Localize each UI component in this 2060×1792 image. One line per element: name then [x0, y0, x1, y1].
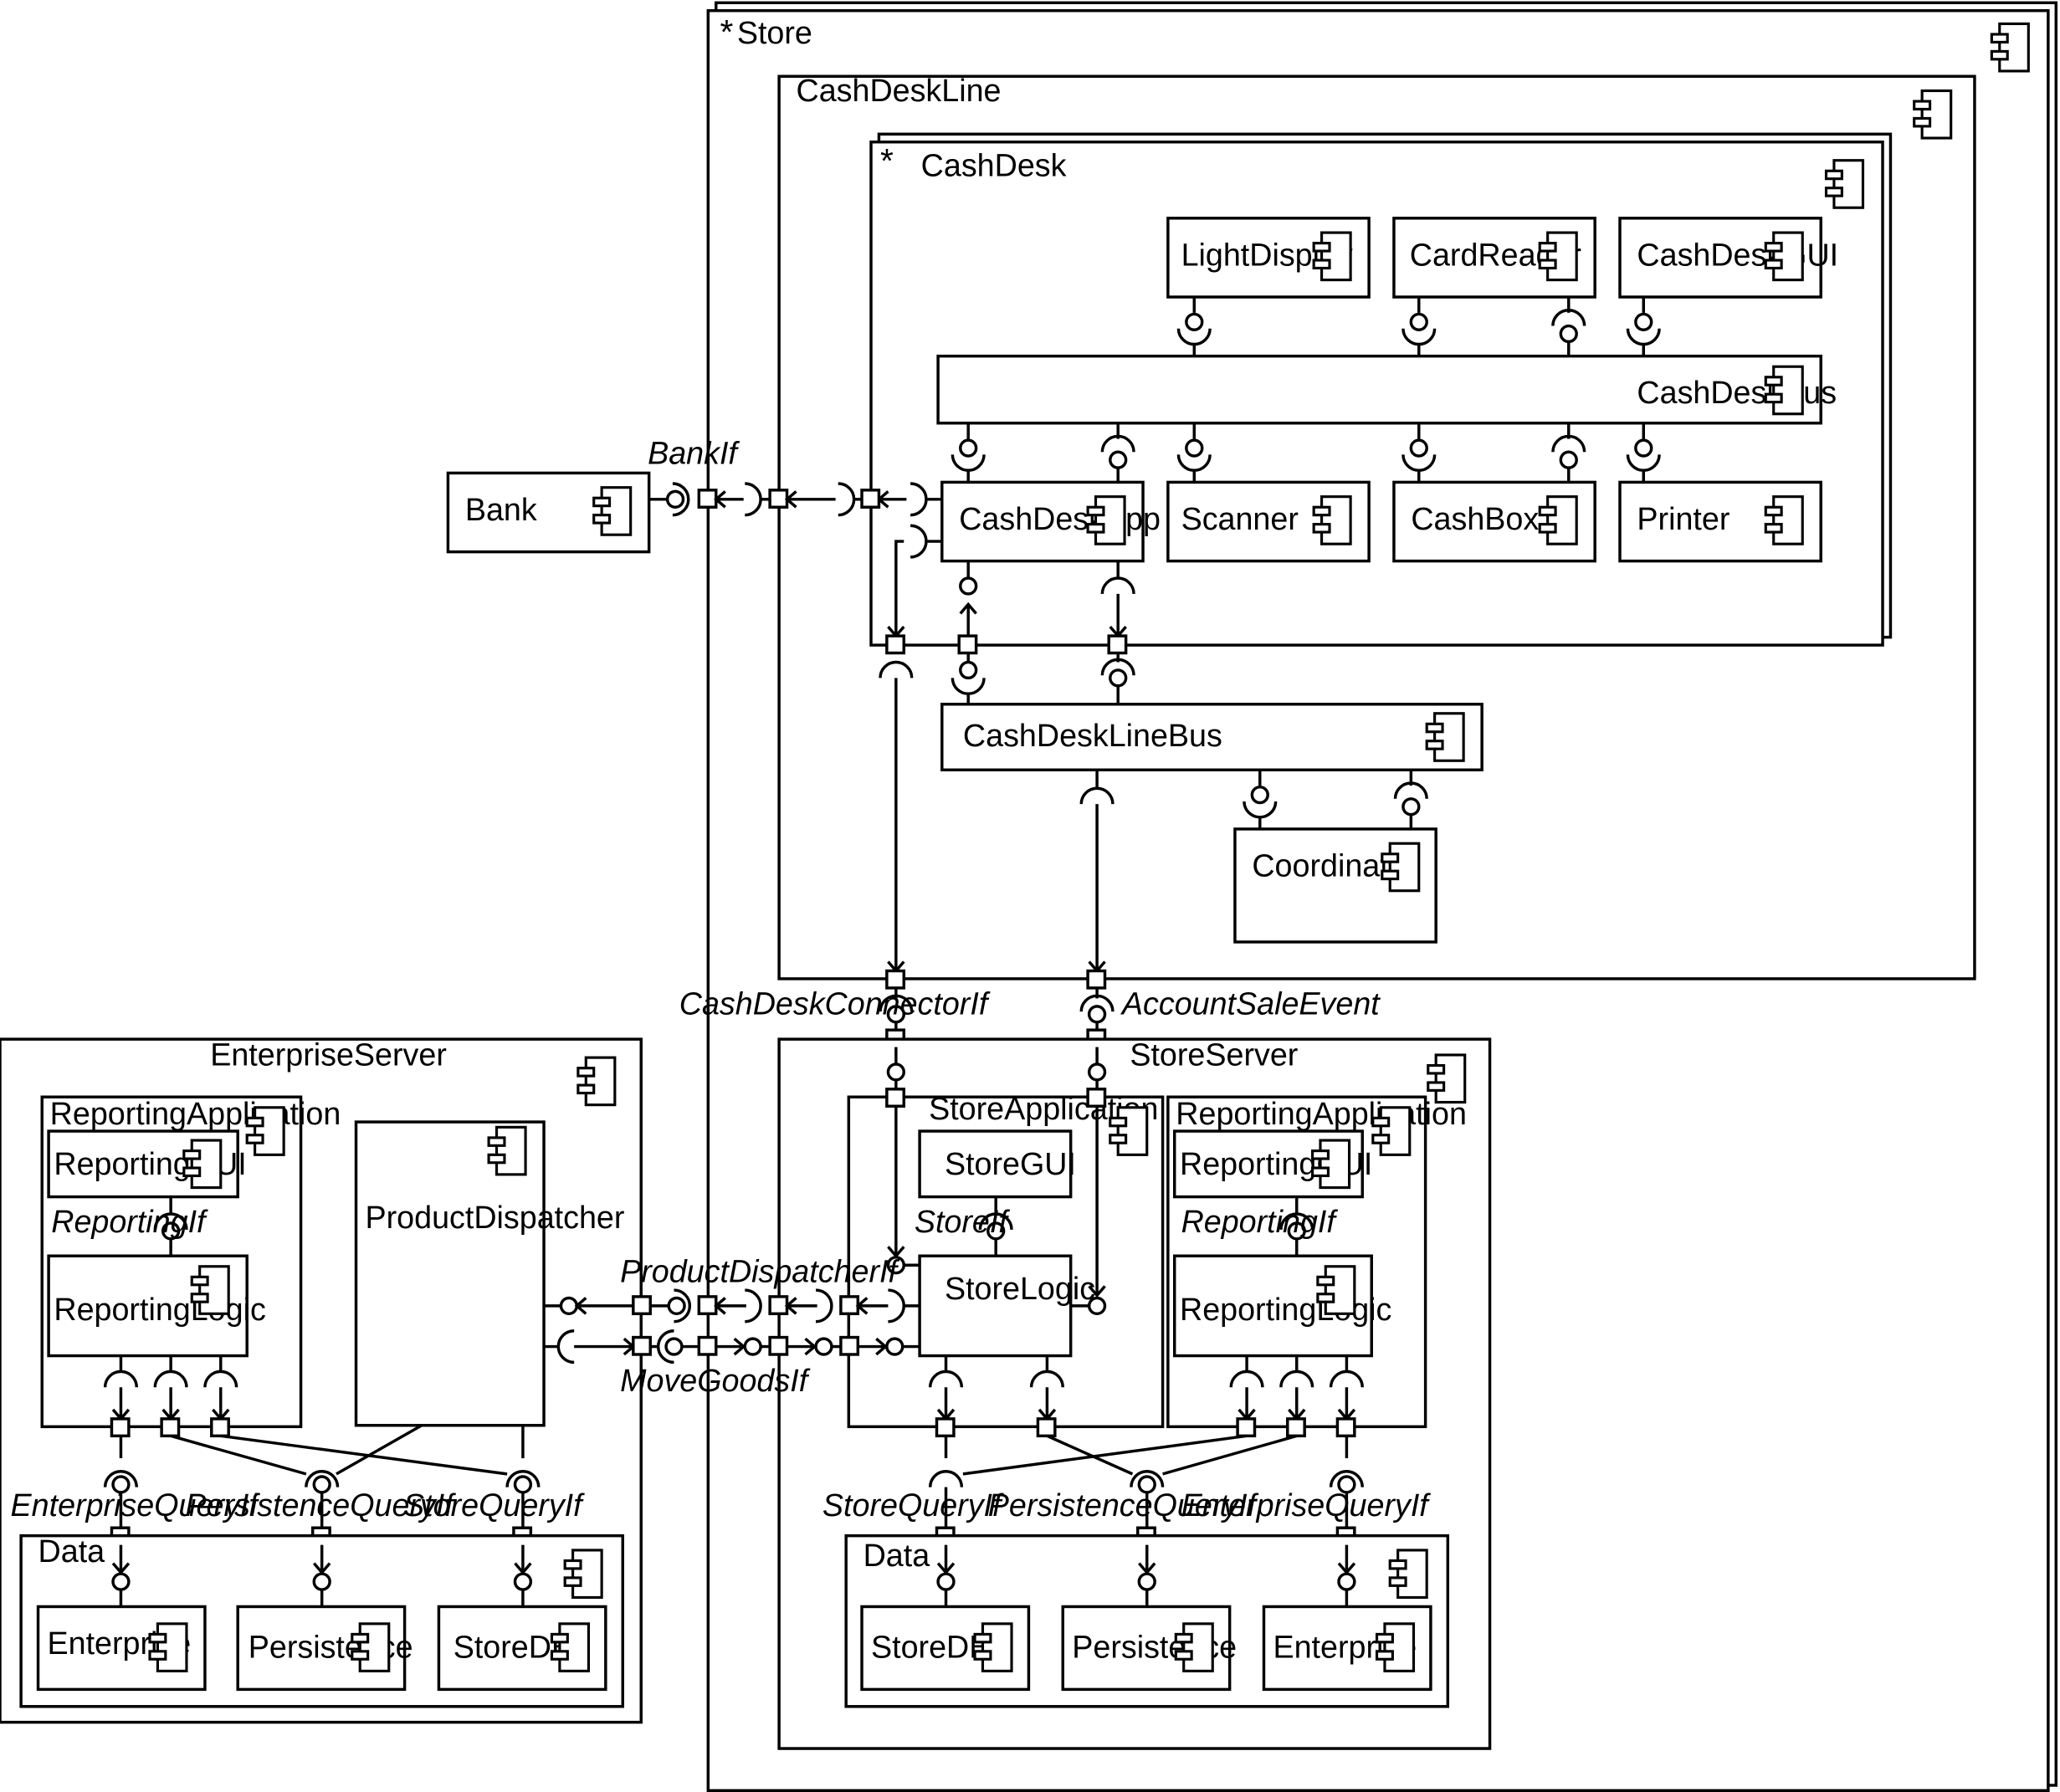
ent-data-title: Data [38, 1533, 105, 1569]
ent-reportingif-label: ReportingIf [51, 1204, 208, 1239]
store-reportinglogic-label: ReportingLogic [1180, 1292, 1391, 1327]
storegui-component[interactable]: StoreGUI [918, 1129, 1076, 1199]
accountsaleevent-label: AccountSaleEvent [1120, 986, 1381, 1021]
cashdeskapp-label: CashDeskApp [959, 501, 1161, 536]
store-enterprisequeryif-label: EnterpriseQueryIf [1181, 1487, 1432, 1523]
store-reportinggui-component[interactable]: ReportingGUI [1172, 1129, 1373, 1199]
ent-reportinggui-component[interactable]: ReportingGUI [47, 1129, 247, 1199]
ent-enterprisequeryif-label: EnterpriseQueryIf [11, 1487, 261, 1523]
storegui-label: StoreGUI [945, 1146, 1076, 1181]
bankif-label: BankIf [648, 435, 740, 470]
bank-component[interactable]: Bank [446, 471, 651, 554]
cashbox-label: CashBox [1411, 501, 1539, 536]
printer-component[interactable]: Printer [1618, 480, 1822, 563]
cashdeskgui-component[interactable]: CashDeskGUI [1618, 217, 1838, 299]
productdispatcher-component[interactable]: ProductDispatcher [354, 1120, 625, 1427]
ent-persistencequeryif-label: PersistenceQueryIf [185, 1487, 456, 1523]
store-reportingif-label: ReportingIf [1181, 1204, 1339, 1239]
cashdesklinebus-connectors [879, 653, 1428, 990]
store-persistence-component[interactable]: Persistence [1061, 1605, 1237, 1692]
storelogic-component[interactable]: StoreLogic [918, 1254, 1095, 1358]
store-enterprise-component[interactable]: Enterprise [1262, 1605, 1432, 1692]
cardreader-component[interactable]: CardReader [1392, 217, 1596, 299]
store-multiplicity: * [720, 13, 733, 51]
cashdesklinebus-component[interactable]: CashDeskLineBus [940, 703, 1484, 771]
ent-enterprise-component[interactable]: Enterprise [36, 1605, 207, 1692]
cashdesklinebus-label: CashDeskLineBus [963, 718, 1222, 753]
productdispatcher-label: ProductDispatcher [366, 1200, 625, 1235]
cashdeskapp-component[interactable]: CashDeskApp [940, 480, 1161, 563]
ent-persistence-component[interactable]: Persistence [236, 1605, 413, 1692]
ent-reportinglogic-component[interactable]: ReportingLogic [47, 1254, 266, 1358]
ent-storequeryif-label: StoreQueryIf [403, 1487, 585, 1523]
ent-reportinglogic-label: ReportingLogic [54, 1292, 265, 1327]
productdispatcherif-label: ProductDispatcherIf [620, 1254, 899, 1289]
cashdesk-title: CashDesk [921, 148, 1067, 183]
lightdisplay-component[interactable]: LightDisplay [1166, 217, 1371, 299]
store-data-title: Data [863, 1538, 930, 1573]
bank-connectors [648, 482, 863, 517]
bank-label: Bank [465, 492, 537, 527]
ent-reportingapplication-title: ReportingApplication [50, 1096, 341, 1131]
cashdesk-connectors [876, 297, 1661, 638]
store-persistencequeryif-label: PersistenceQueryIf [988, 1487, 1259, 1523]
cashdeskconnectorif-label: CashDeskConnectorIf [679, 986, 991, 1021]
store-data-connectors [936, 1544, 1356, 1607]
cashdeskgui-label: CashDeskGUI [1637, 237, 1838, 272]
storeapp-connectors [885, 1088, 1107, 1438]
storeif-label: StoreIf [915, 1204, 1011, 1239]
cashdeskline-title: CashDeskLine [797, 73, 1002, 108]
store-title: Store [737, 15, 812, 50]
scanner-component[interactable]: Scanner [1166, 480, 1371, 563]
store-reportinglogic-component[interactable]: ReportingLogic [1172, 1254, 1392, 1358]
store-storedb-label: StoreDB [871, 1630, 990, 1665]
cashdeskbus-label: CashDeskBus [1637, 375, 1837, 410]
storelogic-label: StoreLogic [945, 1271, 1095, 1306]
ent-data-connectors [111, 1544, 533, 1607]
scanner-label: Scanner [1181, 501, 1299, 536]
cashdeskbus-component[interactable]: CashDeskBus [936, 354, 1837, 425]
storeserver-title: StoreServer [1130, 1037, 1298, 1073]
cashdesk-multiplicity: * [880, 141, 894, 180]
movegoodsif-label: MoveGoodsIf [620, 1363, 811, 1398]
storeserver-entry-connectors [886, 1047, 1107, 1089]
store-storedb-component[interactable]: StoreDB [860, 1605, 1031, 1692]
cashbox-component[interactable]: CashBox [1392, 480, 1596, 563]
ent-storedb-component[interactable]: StoreDB [437, 1605, 607, 1692]
printer-label: Printer [1637, 501, 1729, 536]
enterpriseserver-title: EnterpriseServer [210, 1037, 447, 1073]
store-reportingapplication-title: ReportingApplication [1176, 1096, 1467, 1131]
store-reporting-connectors [1229, 1196, 1364, 1438]
coordinator-component[interactable]: Coordinator [1233, 827, 1437, 944]
store-storequeryif-label: StoreQueryIf [822, 1487, 1004, 1523]
dispatcher-connectors [544, 1288, 920, 1364]
ent-reporting-connectors [103, 1196, 238, 1438]
